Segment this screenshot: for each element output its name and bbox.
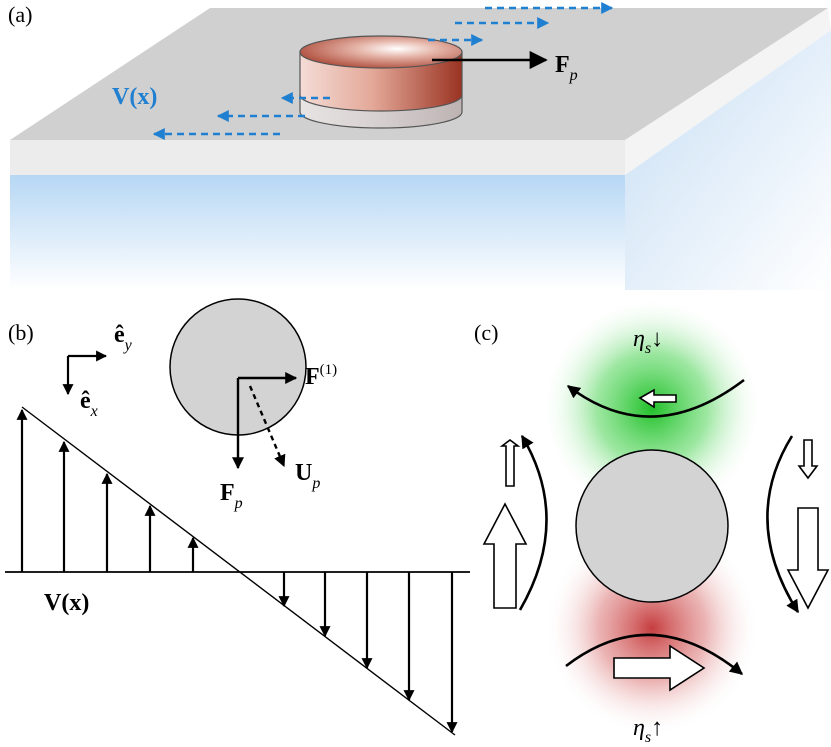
hollow-arrows — [482, 388, 830, 692]
plate-side — [625, 8, 831, 175]
curved-arrow-right — [766, 435, 800, 614]
force-label-a: Fp — [555, 52, 578, 84]
ex-label: êx — [80, 388, 98, 420]
plate-front — [10, 140, 625, 175]
hollow-arrow-big-down — [786, 507, 830, 610]
velocity-up-arrow — [248, 385, 286, 468]
panel-b-label: (b) — [8, 320, 34, 345]
panel-c-label: (c) — [474, 320, 498, 345]
f1-label: F(1) — [305, 362, 337, 390]
eta-top-label: ηs↓ — [633, 326, 663, 357]
velocity-arrows — [16, 408, 458, 734]
ey-label: êy — [114, 322, 133, 354]
green-glow — [540, 296, 764, 520]
hollow-arrow-bottom-right — [613, 644, 706, 692]
flow-arrows — [152, 2, 614, 140]
water-front — [10, 175, 625, 290]
particle-c — [575, 449, 729, 603]
panel-b: (b) êy êx F(1) Fp Up V(x — [5, 298, 470, 736]
panel-a-label: (a) — [8, 2, 32, 27]
hollow-arrow-small-up — [499, 439, 521, 487]
disk — [299, 35, 463, 129]
water-side — [625, 30, 831, 290]
curved-arrows — [518, 378, 800, 676]
fp-label: Fp — [220, 480, 243, 512]
basis-vectors — [62, 350, 108, 396]
curved-arrow-top — [566, 378, 745, 418]
profile-line — [21, 406, 456, 736]
eta-bottom-label: ηs↑ — [633, 715, 663, 746]
hollow-arrow-small-down — [797, 439, 819, 480]
panel-a: (a) V(x) Fp — [8, 2, 831, 290]
flow-label-a: V(x) — [112, 84, 157, 110]
curved-arrow-bottom — [565, 633, 744, 676]
hollow-arrow-big-up — [482, 502, 528, 609]
up-label: Up — [295, 460, 320, 492]
panel-c: (c) ηs↓ ηs↑ — [474, 296, 830, 746]
flow-label-b: V(x) — [44, 590, 89, 616]
curved-arrow-left — [518, 434, 548, 611]
hollow-arrow-top-left — [638, 388, 677, 409]
